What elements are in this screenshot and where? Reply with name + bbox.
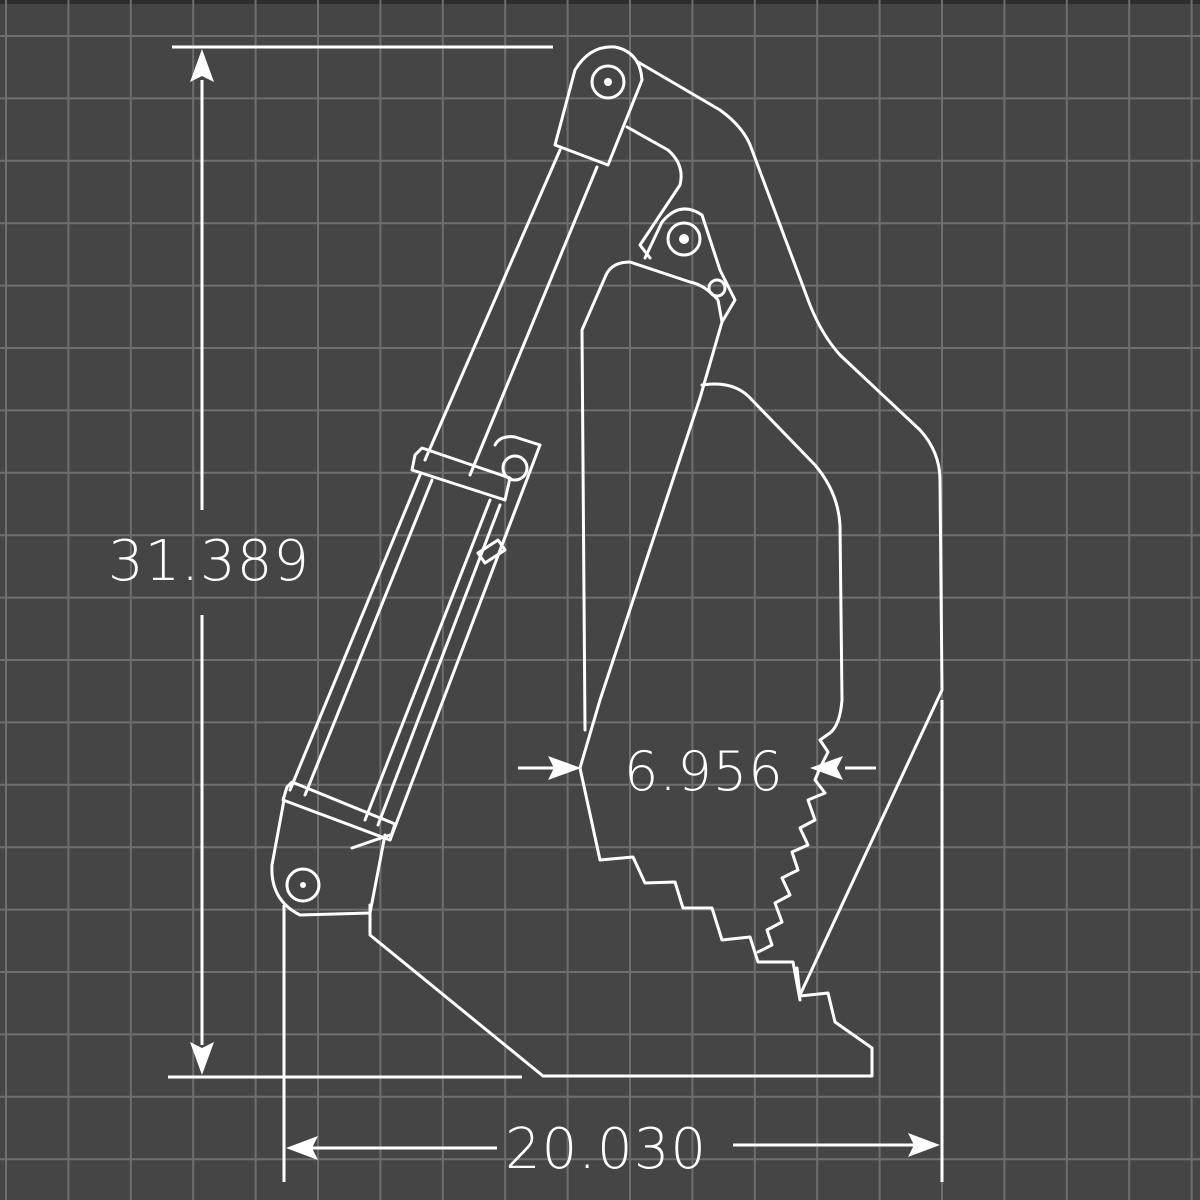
dimension-opening	[518, 756, 876, 780]
dimension-width-label: 20.030	[505, 1117, 707, 1182]
hydraulic-cylinder	[270, 148, 599, 917]
arrow-down-icon	[190, 1042, 214, 1075]
top-pivot-pin	[604, 78, 612, 86]
base-pivot-body	[270, 798, 387, 917]
lower-clamp	[281, 780, 397, 842]
cylinder-barrel-right-inner	[363, 498, 492, 822]
base-pivot-gusset	[350, 833, 392, 850]
thumb-teeth	[578, 766, 802, 1002]
dimension-opening-label: 6.956	[624, 740, 784, 803]
dimension-height	[168, 45, 553, 1079]
base-pivot-ring	[285, 867, 321, 903]
thumb-link-lug	[643, 207, 737, 324]
arrow-up-icon	[190, 49, 214, 82]
top-link	[553, 45, 683, 260]
frame-rail-top	[493, 435, 542, 447]
bucket-back-outline	[636, 60, 944, 997]
top-edge-bar	[0, 0, 1200, 4]
cylinder-rod-left	[423, 148, 562, 462]
cylinder-barrel-left-outer	[288, 473, 422, 792]
arrow-right-icon	[548, 756, 581, 780]
cylinder-barrel-right-outer	[376, 503, 502, 827]
bucket-floor	[368, 903, 874, 1078]
thumb-pivot-ring	[666, 221, 702, 257]
thumb-pivot-pin	[679, 234, 689, 244]
dimension-width	[282, 700, 944, 1182]
base-pivot-pin	[300, 882, 306, 888]
frame-rail	[388, 443, 542, 842]
arrow-left-icon	[286, 1136, 318, 1160]
rod-bracket	[476, 538, 507, 565]
top-link-arm	[625, 125, 683, 260]
top-pivot-ring	[590, 64, 626, 100]
dimension-height-label: 31.389	[108, 529, 310, 594]
cylinder-rod-right	[468, 165, 599, 477]
bucket-inner-wall	[700, 382, 844, 954]
upper-clamp	[410, 446, 512, 502]
cylinder-barrel-left-inner	[303, 478, 434, 797]
thumb-small-pin	[707, 278, 727, 298]
top-link-lug	[553, 45, 644, 167]
bucket-body	[368, 60, 944, 1078]
upper-clamp-pin	[501, 454, 529, 482]
arrow-right-icon	[908, 1133, 940, 1157]
arrow-left-icon	[810, 756, 843, 780]
thumb-assembly	[578, 207, 802, 1002]
thumb-plate	[578, 260, 724, 770]
